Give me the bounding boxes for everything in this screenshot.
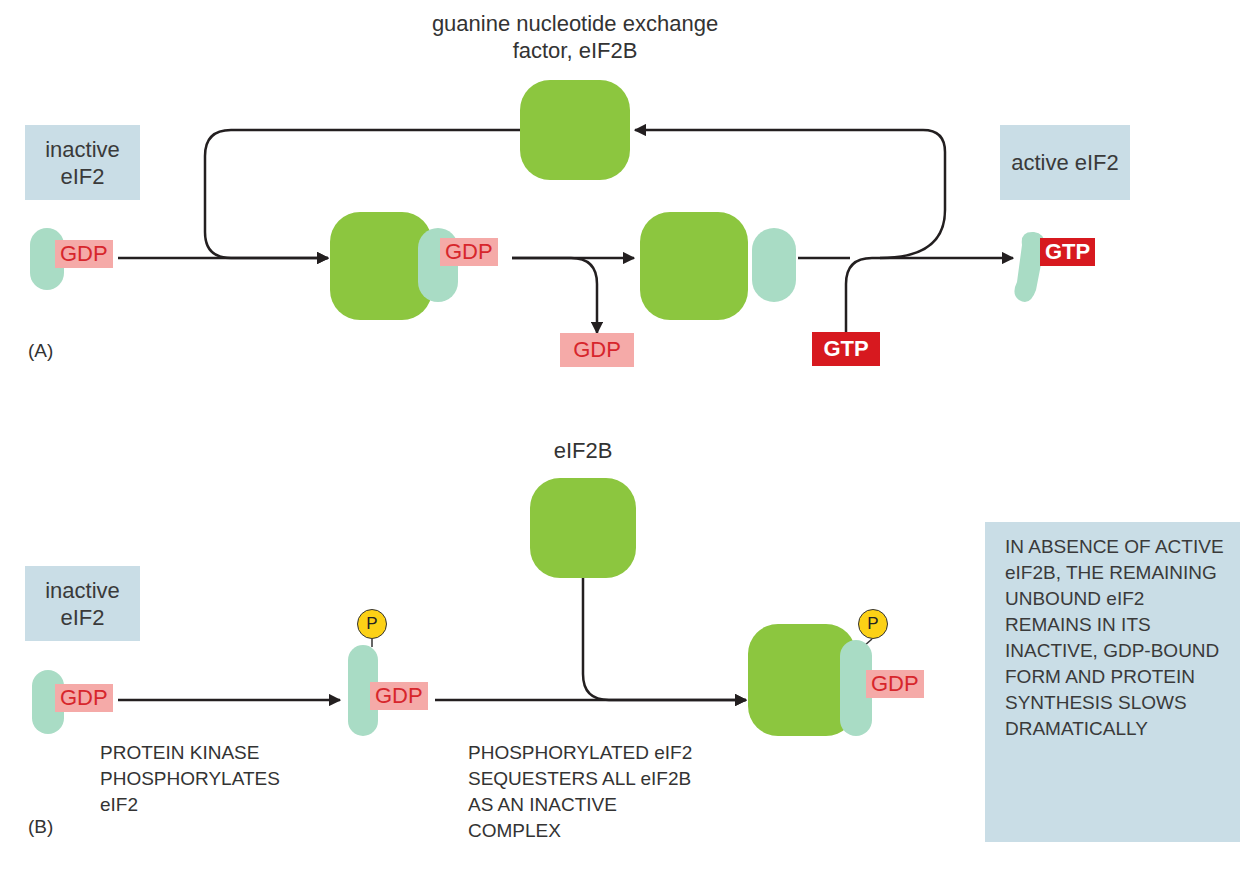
label-box: active eIF2 (1000, 125, 1130, 200)
nucleotide-label: GTP (1040, 238, 1095, 266)
factor-heading: guanine nucleotide exchange factor, eIF2… (410, 10, 740, 64)
flow-line (798, 257, 850, 260)
node-text: inactive eIF2 (31, 577, 134, 631)
label-box: inactive eIF2 (25, 125, 140, 200)
eif2-molecule: GDP (28, 226, 118, 292)
nucleotide-label: GTP (823, 336, 868, 362)
eif2b-shape (520, 80, 630, 180)
phosphate-circle: P (858, 609, 888, 639)
exchange-factor: eIF2B (530, 478, 636, 578)
nucleotide-label: GDP (440, 238, 498, 266)
node-text: active eIF2 (1011, 149, 1119, 176)
phosphate-circle: P (357, 609, 387, 639)
eif2b-shape (330, 212, 432, 320)
step-note: PHOSPHORYLATED eIF2 SEQUESTERS ALL eIF2B… (468, 740, 698, 844)
nucleotide-tag: GDP (560, 333, 634, 367)
factor-heading: eIF2B (483, 437, 683, 464)
flow-arrow (512, 258, 597, 333)
flow-arrow (118, 257, 328, 260)
node-text: P (867, 614, 878, 634)
eif2-complex: GDP (328, 210, 512, 322)
recycle-arrow (635, 130, 945, 258)
panel-label: (B) (28, 814, 88, 840)
eif2b-shape (640, 212, 748, 320)
eif2-molecule: GDP P (340, 606, 435, 738)
nucleotide-label: GDP (55, 240, 113, 268)
nucleotide-tag: GTP (812, 332, 880, 366)
nucleotide-label: GDP (55, 684, 113, 712)
nucleotide-label: GDP (866, 670, 924, 698)
nucleotide-label: GDP (573, 337, 621, 363)
node-text: IN ABSENCE OF ACTIVE eIF2B, THE REMAININ… (1005, 536, 1224, 739)
node-text: inactive eIF2 (31, 136, 134, 190)
eif2-complex: GDP P (746, 606, 936, 738)
label-box: inactive eIF2 (25, 566, 140, 641)
eif2-shape (752, 228, 796, 302)
eif2-molecule: GTP (1013, 230, 1108, 308)
nucleotide-label: GDP (370, 682, 428, 710)
panel-label: (A) (28, 338, 88, 364)
eif2b-shape (748, 624, 856, 736)
step-note: PROTEIN KINASE PHOSPHORYLATES eIF2 (100, 740, 300, 818)
exchange-factor: guanine nucleotide exchange factor, eIF2… (520, 80, 630, 180)
node-text: P (366, 614, 377, 634)
flow-arrow (583, 578, 746, 700)
note-box: IN ABSENCE OF ACTIVE eIF2B, THE REMAININ… (985, 522, 1240, 842)
eif2-molecule: GDP (28, 668, 118, 734)
flow-arrow (846, 258, 1013, 332)
flow-arrow (118, 699, 340, 702)
phosphate-bond (371, 639, 373, 647)
eif2b-shape (530, 478, 636, 578)
